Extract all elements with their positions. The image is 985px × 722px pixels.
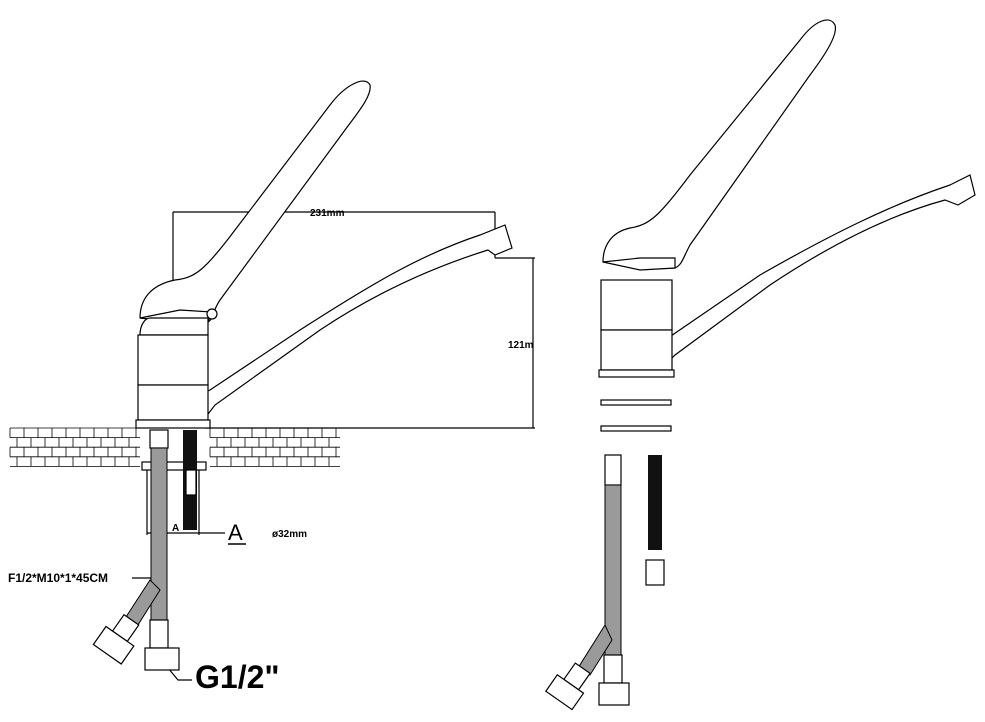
lever-handle-exploded [602, 19, 836, 269]
flexible-hoses-exploded [544, 454, 665, 711]
section-mark-small: A [172, 523, 179, 534]
hose-spec-label: F1/2*M10*1*45CM [8, 571, 108, 585]
dim-hole-diameter: ø32mm [272, 529, 307, 540]
section-mark-large: A [228, 520, 243, 545]
flexible-hoses [92, 429, 197, 671]
base-plate [135, 419, 211, 429]
dim-spout-length: 231mm [310, 208, 345, 219]
gasket [600, 399, 672, 406]
dim-spout-height: 121m [508, 340, 534, 351]
hex-nut [144, 647, 180, 671]
dimension-lines [132, 211, 535, 681]
faucet-body-exploded [600, 279, 673, 331]
thread-spec-label: G1/2" [195, 659, 280, 695]
lever-handle [139, 80, 371, 323]
counter-top-brick [9, 427, 340, 467]
faucet-body [137, 334, 209, 386]
washer [600, 425, 672, 432]
mounting-nut [645, 559, 665, 586]
